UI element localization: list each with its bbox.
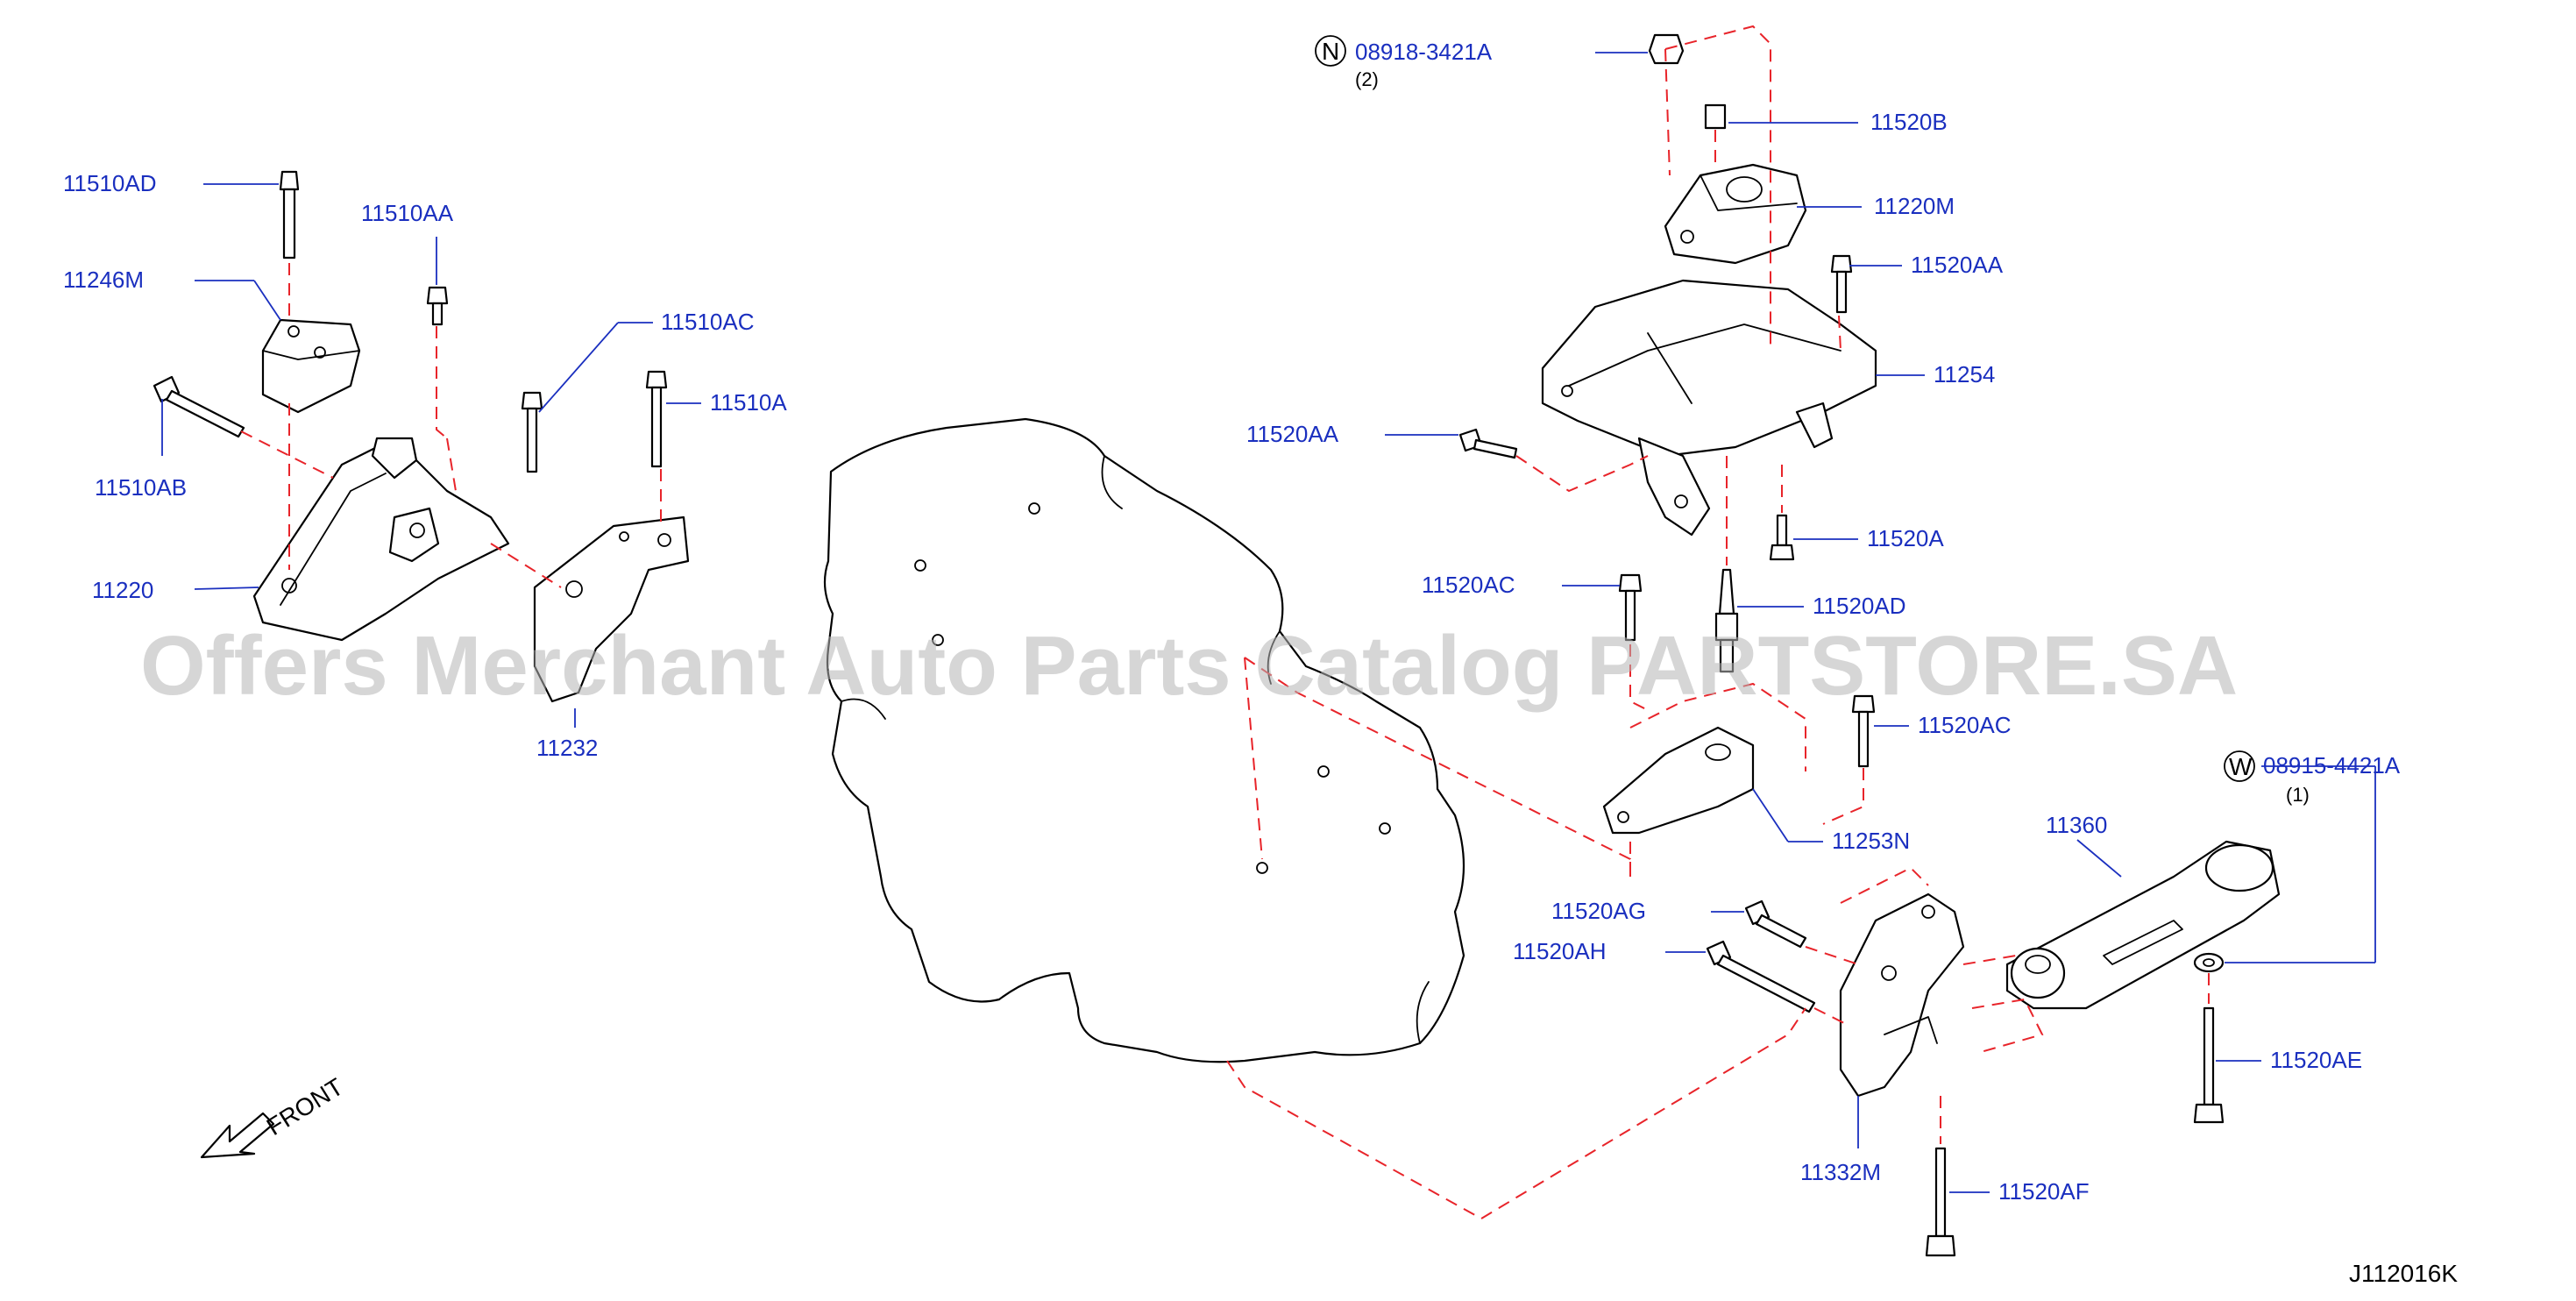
bracket-11254	[1541, 279, 1877, 537]
n-prefix: N	[1322, 38, 1339, 65]
label-11520AF[interactable]: 11520AF	[1998, 1178, 2090, 1205]
bolt-11510AB	[153, 375, 245, 438]
label-11520AC-left[interactable]: 11520AC	[1422, 572, 1515, 598]
label-11253N[interactable]: 11253N	[1832, 828, 1910, 854]
bolt-11520AG	[1744, 899, 1807, 949]
label-11520A[interactable]: 11520A	[1867, 525, 1944, 551]
qty-08918-3421A: (2)	[1355, 68, 1379, 90]
washer-08915-4421A	[2193, 952, 2225, 973]
bolt-11520AE	[2193, 1006, 2225, 1124]
label-11232[interactable]: 11232	[536, 735, 598, 761]
label-11254[interactable]: 11254	[1934, 361, 1995, 387]
stopper-11246M	[261, 318, 361, 414]
label-11510AC[interactable]: 11510AC	[661, 309, 755, 335]
bolt-11510A	[645, 370, 668, 468]
bolt-11510AC	[521, 391, 543, 473]
bolt-11520AC-right	[1851, 694, 1876, 768]
label-11246M[interactable]: 11246M	[63, 267, 144, 293]
watermark: Offers Merchant Auto Parts Catalog PARTS…	[140, 619, 2238, 713]
label-11520B[interactable]: 11520B	[1870, 109, 1948, 135]
bolt-11520AC-left	[1618, 573, 1643, 642]
bracket-11332M	[1839, 892, 1965, 1098]
stud-11520AD	[1714, 568, 1739, 673]
diagram-code: J112016K	[2349, 1260, 2458, 1287]
label-11520AA-left[interactable]: 11520AA	[1246, 421, 1339, 447]
label-08918-3421A[interactable]: 08918-3421A	[1355, 39, 1493, 65]
label-11220M[interactable]: 11220M	[1874, 193, 1955, 219]
n-prefix-circle-icon	[1315, 35, 1346, 67]
label-11360[interactable]: 11360	[2046, 812, 2107, 838]
bolt-11520AH	[1706, 940, 1816, 1013]
engine-mount-11220	[252, 437, 510, 642]
leader-lines	[161, 52, 2376, 1193]
label-11510AA[interactable]: 11510AA	[361, 200, 454, 226]
label-11510AD[interactable]: 11510AD	[63, 170, 157, 196]
qty-08915-4421A: (1)	[2286, 784, 2310, 806]
w-prefix: W	[2229, 753, 2253, 780]
bolt-11520AA-right	[1830, 254, 1853, 314]
label-08915-4421A[interactable]: 08915-4421A	[2263, 752, 2401, 778]
collar-11520B	[1704, 103, 1727, 130]
label-11520AG[interactable]: 11520AG	[1551, 898, 1646, 924]
bolt-11520AF	[1925, 1147, 1956, 1257]
bolt-11520AA-left	[1458, 428, 1518, 459]
w-prefix-circle-icon	[2224, 750, 2255, 782]
mount-11220M	[1664, 163, 1807, 265]
label-11510A[interactable]: 11510A	[710, 389, 787, 416]
bolt-11510AD	[279, 170, 300, 259]
label-11332M[interactable]: 11332M	[1800, 1159, 1881, 1185]
label-11520AH[interactable]: 11520AH	[1513, 938, 1607, 964]
bolt-11520A	[1769, 514, 1795, 561]
label-11520AC-right[interactable]: 11520AC	[1918, 712, 2012, 738]
bolt-11510AA	[426, 286, 449, 326]
front-arrow-icon	[200, 1112, 275, 1159]
guide-lines	[240, 25, 2210, 1220]
torque-rod-11360	[2005, 840, 2281, 1010]
label-11510AB[interactable]: 11510AB	[95, 474, 187, 501]
label-11520AE[interactable]: 11520AE	[2270, 1047, 2362, 1073]
label-11520AA-right[interactable]: 11520AA	[1911, 252, 2004, 278]
engine-block	[823, 417, 1465, 1063]
part-labels: 11510AD 11246M 11510AA 11510AC 11510AB 1…	[63, 35, 2458, 1287]
front-label: FRONT	[262, 1073, 348, 1141]
label-11220[interactable]: 11220	[92, 577, 153, 603]
bracket-11253N	[1602, 726, 1755, 835]
label-11520AD[interactable]: 11520AD	[1813, 593, 1906, 619]
